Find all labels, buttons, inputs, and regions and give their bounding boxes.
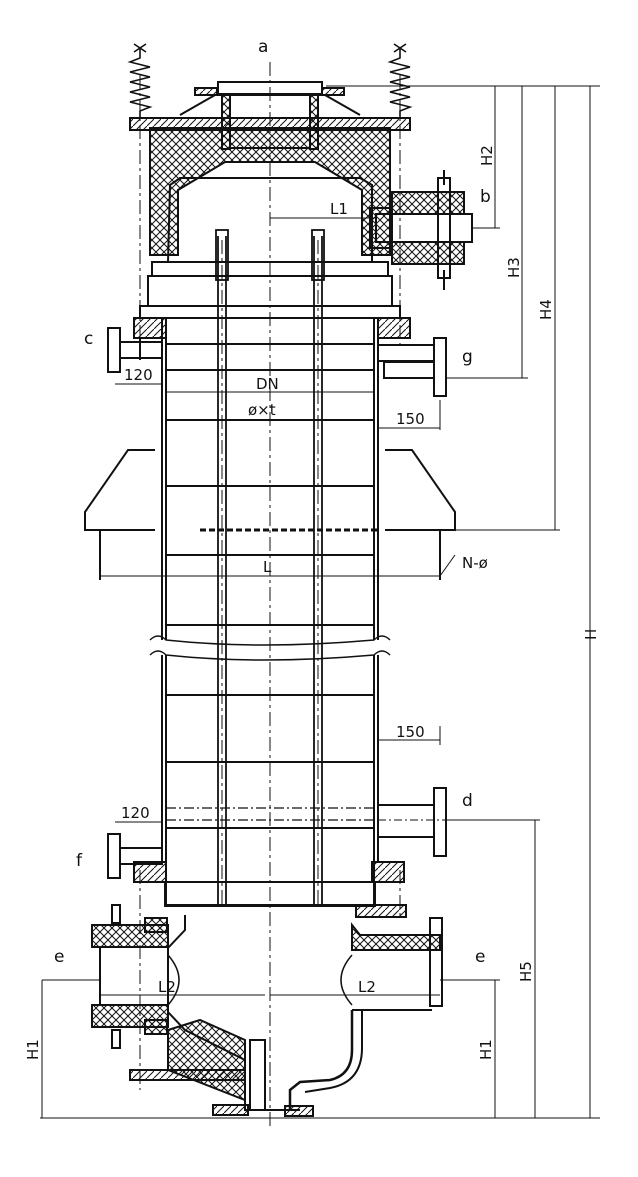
nozzle-g xyxy=(377,317,447,397)
bottom-head-assembly xyxy=(91,862,443,1117)
label-f: f xyxy=(76,851,83,871)
dim-h3: H3 xyxy=(505,257,523,278)
dim-n-phi: N-ø xyxy=(462,554,488,572)
dim-h2: H2 xyxy=(478,145,496,166)
tie-rods xyxy=(215,229,325,905)
label-g: g xyxy=(462,347,473,367)
label-b: b xyxy=(480,187,491,207)
dim-h4: H4 xyxy=(537,299,555,320)
label-c: c xyxy=(84,329,93,349)
dim-dn: DN xyxy=(256,375,279,393)
dim-l1: L1 xyxy=(330,200,348,218)
top-head-assembly xyxy=(129,81,411,319)
dim-l2-left: L2 xyxy=(158,978,176,996)
dim-120-bottom: 120 xyxy=(121,804,150,822)
dim-h: H xyxy=(582,629,600,640)
label-a: a xyxy=(258,37,268,57)
nozzle-f xyxy=(107,833,405,883)
dim-h1-right: H1 xyxy=(477,1039,495,1060)
label-e-left: e xyxy=(54,947,64,967)
dimension-text: H H4 H3 H2 H5 H1 H1 L L1 L2 L2 DN ø×t N-… xyxy=(24,145,600,1060)
nozzle-c xyxy=(107,317,167,373)
nozzle-d xyxy=(377,787,447,857)
dim-h1-left: H1 xyxy=(24,1039,42,1060)
label-d: d xyxy=(462,791,473,811)
support-lugs xyxy=(84,449,456,580)
dimension-lines xyxy=(40,85,600,1119)
dim-phi-t: ø×t xyxy=(248,401,276,419)
dim-l2-right: L2 xyxy=(358,978,376,996)
dim-150-bottom: 150 xyxy=(396,723,425,741)
baffles xyxy=(166,343,380,829)
label-e-right: e xyxy=(475,947,485,967)
dim-120-top: 120 xyxy=(124,366,153,384)
dim-h5: H5 xyxy=(517,961,535,982)
dim-150-top: 150 xyxy=(396,410,425,428)
nozzle-labels: a b c g d f e e xyxy=(54,37,491,967)
dim-l: L xyxy=(263,558,272,576)
springs xyxy=(127,43,413,118)
